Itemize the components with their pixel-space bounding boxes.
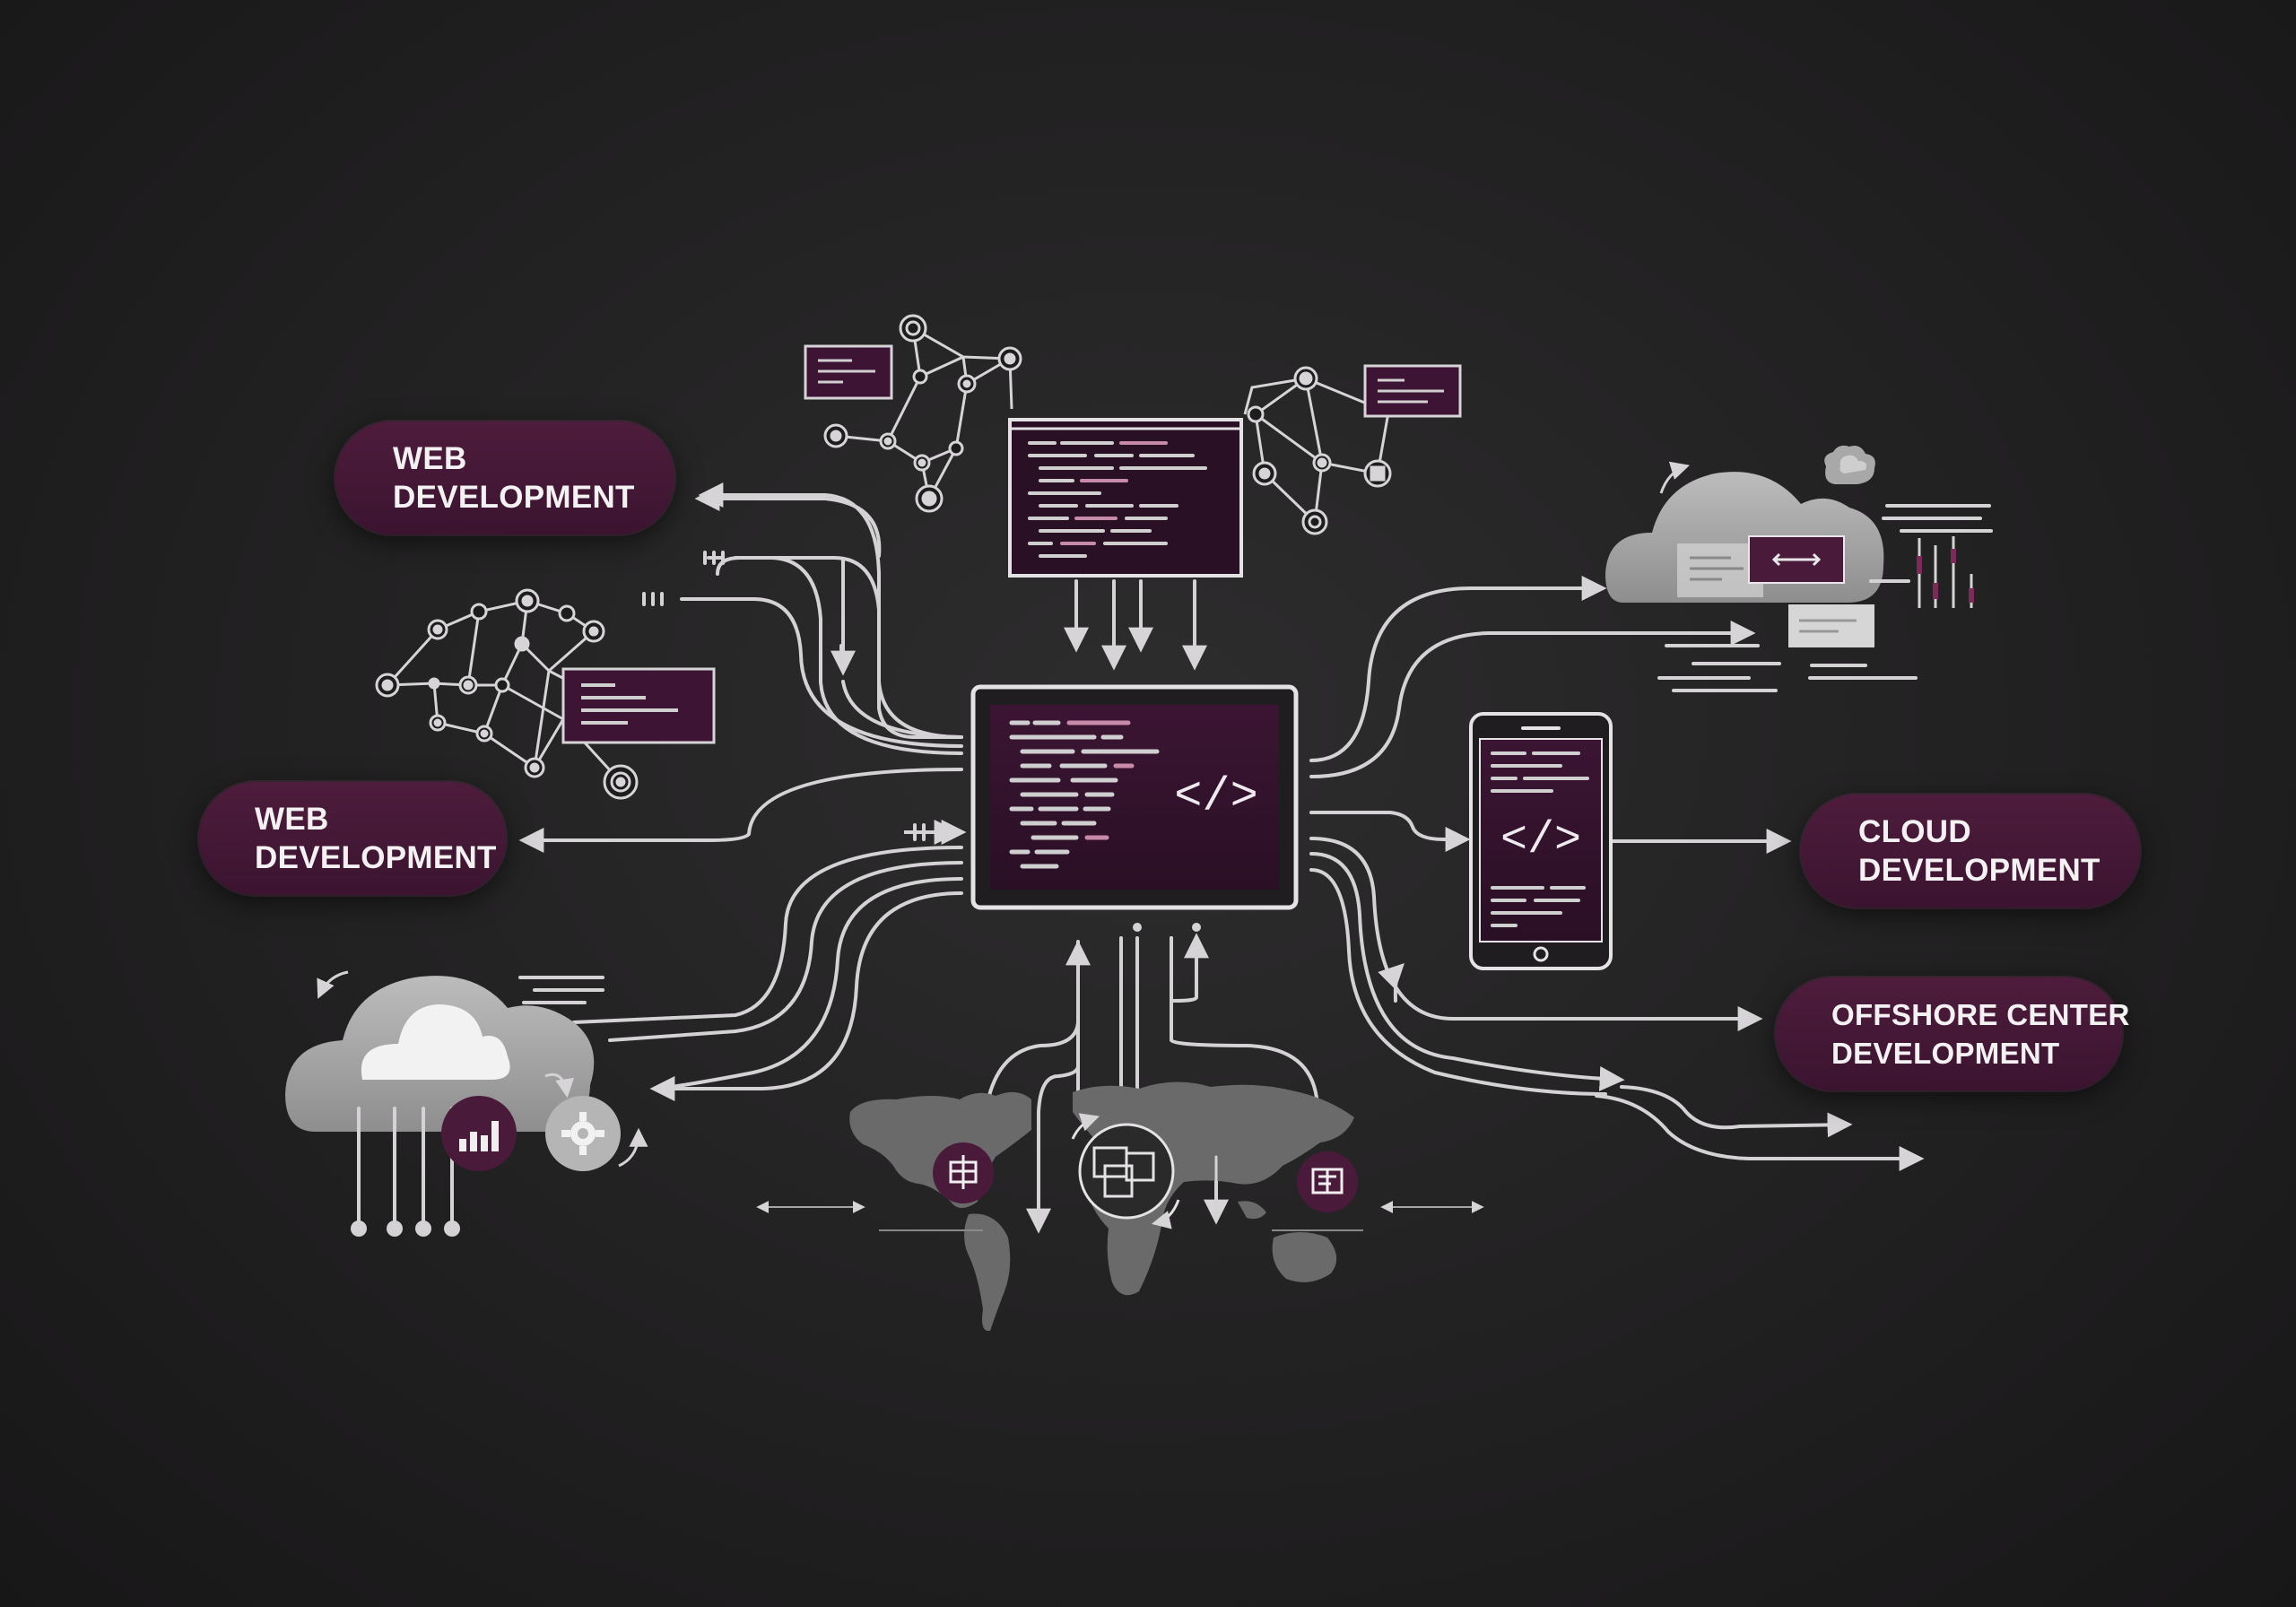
bar-chart-icon [459, 1121, 499, 1151]
main-code-window: </> [970, 684, 1299, 910]
network-graph-top-right [1243, 364, 1462, 535]
pill-text-line: DEVELOPMENT [1831, 1037, 2060, 1070]
pill-text-line: DEVELOPMENT [393, 480, 635, 515]
network-graph-top-left [804, 314, 1022, 513]
phone-code-symbol: </> [1500, 815, 1581, 866]
cloud-development-label: CLOUD DEVELOPMENT [1801, 795, 2140, 908]
map-region-icons [933, 1113, 1358, 1230]
pill-text-line: DEVELOPMENT [1858, 853, 2100, 888]
pill-text-line: CLOUD [1858, 814, 1971, 849]
network-graph-left [375, 588, 716, 800]
connector-dots [351, 923, 1201, 1237]
pill-text-line: DEVELOPMENT [255, 840, 497, 875]
web-development-label-top: WEB DEVELOPMENT [335, 421, 674, 534]
dash-markers [642, 551, 926, 841]
web-development-label-left: WEB DEVELOPMENT [199, 782, 506, 895]
main-code-symbol: </> [1174, 770, 1258, 823]
offshore-center-development-label: OFFSHORE CENTER DEVELOPMENT [1776, 977, 2130, 1090]
smartphone: </> [1469, 712, 1613, 970]
pill-text-line: WEB [393, 441, 467, 476]
pill-text-line: WEB [255, 802, 329, 837]
cloud-left [285, 970, 648, 1223]
connector-lines [518, 486, 1925, 1234]
pill-text-line: OFFSHORE CENTER [1831, 998, 2130, 1031]
top-code-window [1008, 418, 1243, 578]
cloud-top-right [1605, 445, 1993, 692]
